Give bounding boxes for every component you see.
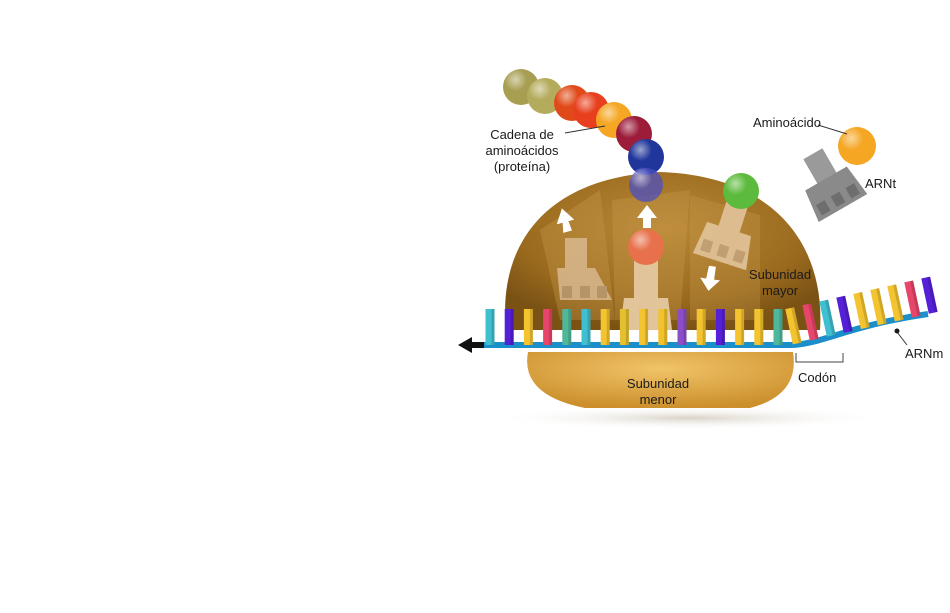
nucleotide [921, 276, 938, 314]
amino-acid-bead-highlight [628, 139, 664, 175]
nucleotide [819, 299, 836, 337]
codon-label: Codón [798, 370, 837, 385]
arrow-up-icon [637, 205, 657, 228]
nucleotide [600, 309, 610, 345]
amino-acid-bead-highlight [628, 167, 664, 203]
nucleotide [715, 309, 725, 345]
amino-acid-label: Aminoácido [753, 115, 821, 130]
nucleotide [887, 284, 904, 322]
small-subunit-label: Subunidad menor [626, 376, 690, 407]
nucleotide [785, 307, 802, 345]
nucleotide [581, 309, 591, 345]
amino-acid-chain [503, 69, 664, 203]
mrna-label: ARNm [905, 346, 944, 361]
arrow-up-icon [556, 208, 575, 233]
nucleotide [773, 309, 783, 345]
mrna-leader-line [896, 331, 908, 346]
amino-acid-leader-line [817, 124, 848, 135]
nucleotide [639, 309, 649, 345]
ground-shadow [490, 406, 890, 430]
trna-label: ARNt [865, 176, 897, 191]
nucleotide [754, 309, 764, 345]
nucleotide [853, 291, 870, 330]
arrow-down-icon [700, 265, 721, 291]
codon-bracket [795, 353, 844, 363]
trna-exit [557, 238, 612, 300]
nucleotide [619, 309, 629, 345]
arrow-left-icon [458, 337, 472, 353]
nucleotide [523, 309, 533, 345]
nucleotides [485, 276, 938, 345]
amino-acid-bead-highlight [527, 78, 563, 114]
nucleotide [696, 309, 706, 345]
nucleotide [735, 309, 745, 345]
nucleotide [836, 295, 853, 333]
small-subunit [527, 352, 794, 408]
free-trna [803, 127, 876, 222]
trna-peptidyl [620, 229, 672, 330]
large-subunit-label: Subunidad mayor [748, 267, 812, 298]
nucleotide [904, 280, 921, 318]
nucleotide [562, 309, 572, 345]
nucleotide [802, 303, 819, 341]
chain-label: Cadena de aminoácidos (proteína) [485, 127, 559, 174]
nucleotide [870, 288, 887, 326]
nucleotide [677, 309, 687, 345]
nucleotide [504, 309, 514, 345]
nucleotide [543, 309, 553, 345]
nucleotide [658, 309, 668, 345]
nucleotide [485, 309, 495, 345]
chain-leader-line [564, 125, 606, 134]
